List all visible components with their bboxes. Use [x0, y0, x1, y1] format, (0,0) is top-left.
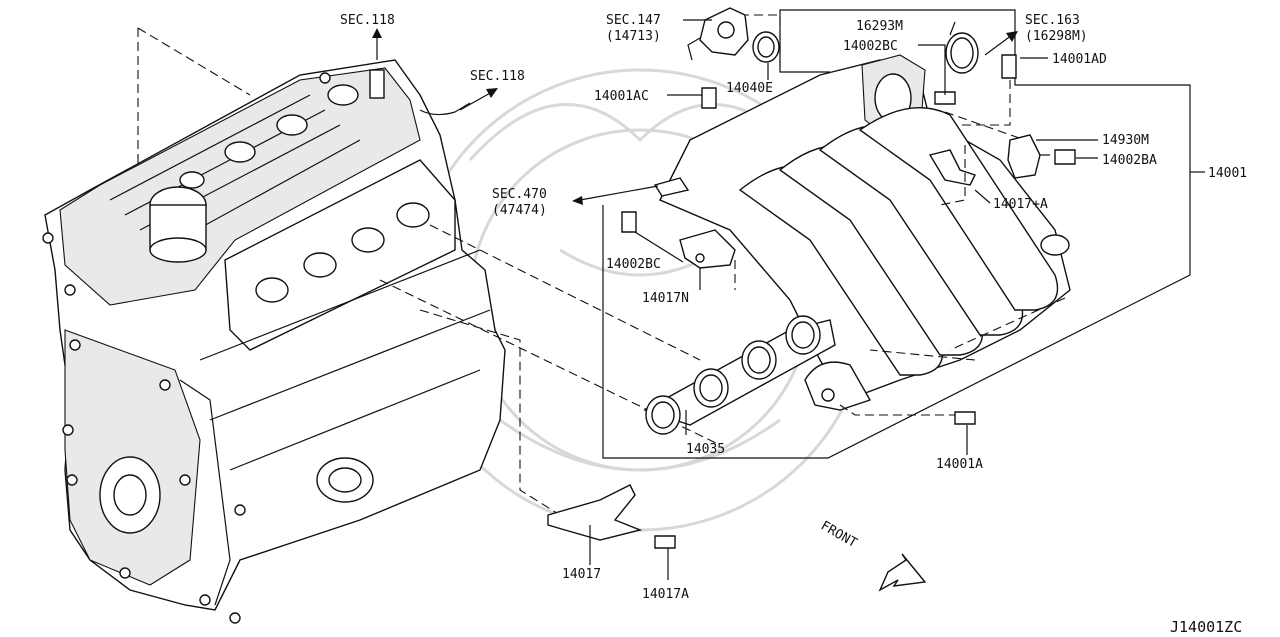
- engine-assembly-illustration: [42, 59, 506, 624]
- label-sec470: SEC.470: [492, 187, 547, 202]
- label-sec147-sub: (14713): [606, 29, 661, 44]
- label-14017N: 14017N: [642, 291, 689, 306]
- label-14002BC-top: 14002BC: [843, 39, 898, 54]
- sensor-14930M: [1007, 134, 1050, 179]
- label-14017plusA: 14017+A: [993, 197, 1048, 212]
- manifold-group-outline: [602, 9, 1205, 459]
- label-sec147: SEC.147: [606, 13, 661, 28]
- bolts: [621, 54, 1076, 549]
- label-14040E: 14040E: [726, 81, 773, 96]
- label-14001A: 14001A: [936, 457, 983, 472]
- label-sec470-sub: (47474): [492, 203, 547, 218]
- label-14017A: 14017A: [642, 587, 689, 602]
- o-ring-16293M: [945, 32, 979, 74]
- intake-gasket-illustration: [643, 315, 836, 435]
- label-sec163: SEC.163: [1025, 13, 1080, 28]
- front-arrow-icon: [878, 553, 927, 592]
- label-14017: 14017: [562, 567, 601, 582]
- label-16293M: 16293M: [856, 19, 903, 34]
- sec-arrows: [572, 31, 1018, 205]
- label-sec118-top: SEC.118: [340, 13, 395, 28]
- label-14001AC: 14001AC: [594, 89, 649, 104]
- label-14930M: 14930M: [1102, 133, 1149, 148]
- label-14035: 14035: [686, 442, 725, 457]
- front-label: FRONT: [818, 518, 860, 551]
- part-labels: SEC.118 SEC.118 SEC.147 (14713) 16293M 1…: [340, 13, 1247, 636]
- intake-manifold-illustration: [653, 14, 1071, 416]
- label-14001AD: 14001AD: [1052, 52, 1107, 67]
- label-14002BA: 14002BA: [1102, 153, 1157, 168]
- label-sec118-right: SEC.118: [470, 69, 525, 84]
- label-sec163-sub: (16298M): [1025, 29, 1088, 44]
- label-14001: 14001: [1208, 166, 1247, 181]
- throttle-chamber-sec147: [687, 7, 749, 61]
- o-ring-14040E: [752, 31, 780, 63]
- label-14002BC-left: 14002BC: [606, 257, 661, 272]
- callout-leaders: [589, 19, 1098, 580]
- bracket-14017: [547, 484, 643, 541]
- diagram-code: J14001ZC: [1170, 618, 1242, 636]
